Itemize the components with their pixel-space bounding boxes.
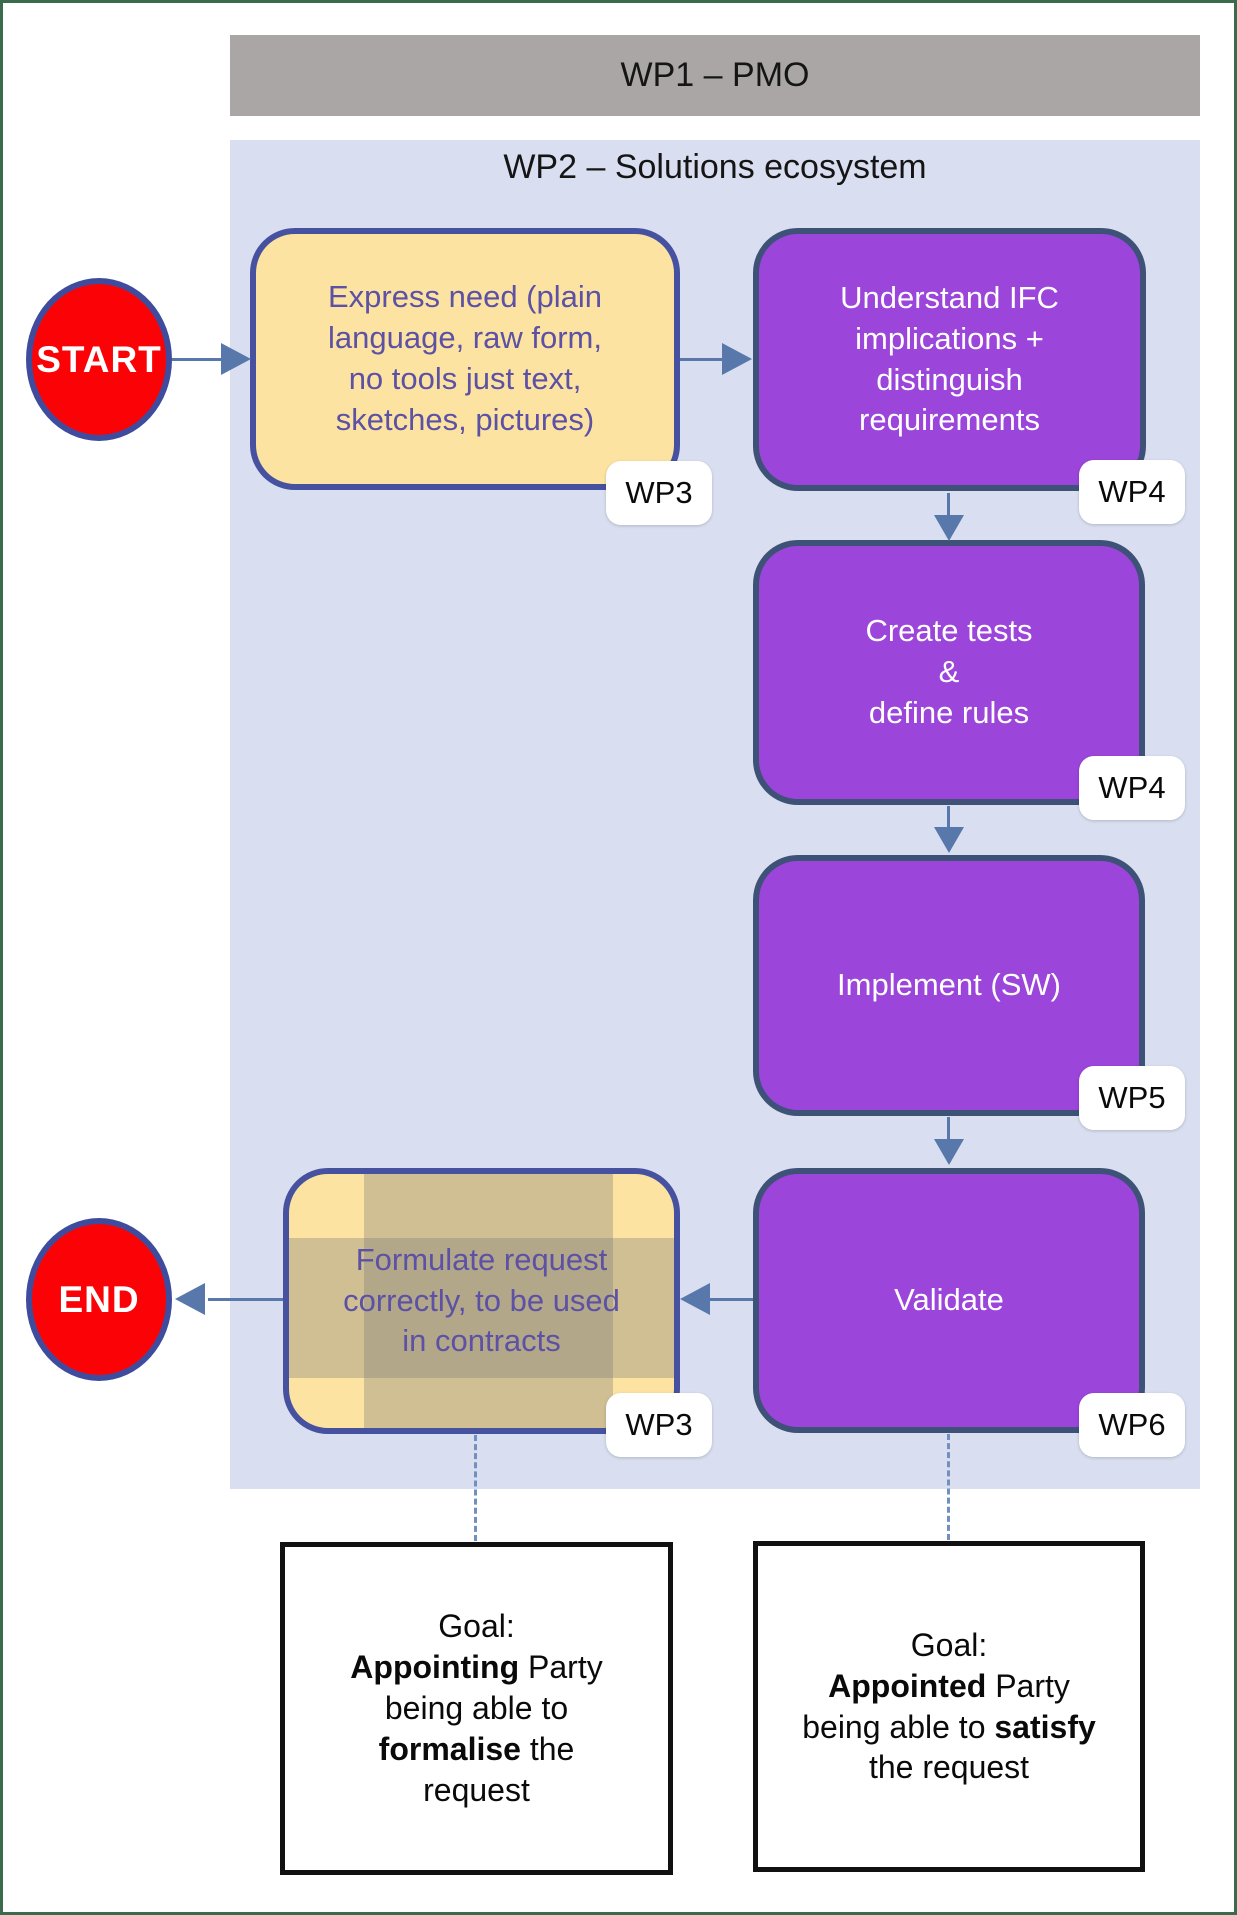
wp4-badge-create-tests: WP4 [1079,756,1185,820]
end-terminator: END [26,1218,172,1381]
node-implement-sw: Implement (SW) [753,855,1145,1116]
formulate-shade-horizontal [289,1238,674,1378]
wp4-badge-understand: WP4 [1079,460,1185,524]
goal-appointing-party: Goal: Appointing Party being able to for… [280,1542,673,1875]
dashed-connector-formulate-goal [474,1435,477,1541]
formulate-request-label: Formulate request correctly, to be used … [343,1241,620,1359]
goal-line: formalise the [378,1730,575,1767]
wp1-pmo-header: WP1 – PMO [230,35,1200,116]
start-terminator: START [26,278,172,441]
goal-line: Goal: [438,1608,515,1645]
goal-line: Goal: [910,1626,988,1663]
goal-line: being able to satisfy [802,1708,1096,1745]
wp1-pmo-label: WP1 – PMO [620,56,810,94]
formulate-shade-vertical [364,1174,613,1428]
goal-appointed-party: Goal: Appointed Party being able to sati… [753,1541,1145,1872]
goal-line: Appointed Party [828,1667,1070,1704]
goal-line: Appointing Party [350,1649,603,1686]
goal-line: request [423,1771,530,1808]
wp3-badge-express: WP3 [606,461,712,525]
node-formulate-request: Formulate request correctly, to be used … [283,1168,680,1434]
dashed-connector-validate-goal [947,1434,950,1540]
wp6-badge-validate: WP6 [1079,1393,1185,1457]
goal-line: the request [868,1749,1030,1786]
node-validate: Validate [753,1168,1145,1433]
end-label: END [58,1278,140,1320]
start-label: START [36,338,162,380]
node-create-tests: Create tests & define rules [753,540,1145,805]
goal-line: being able to [384,1690,569,1727]
wp2-panel-label: WP2 – Solutions ecosystem [503,148,927,186]
wp5-badge-implement: WP5 [1079,1066,1185,1130]
node-express-need: Express need (plain language, raw form, … [250,228,680,490]
wp3-badge-formulate: WP3 [606,1393,712,1457]
node-understand-ifc: Understand IFC implications + distinguis… [753,228,1146,491]
